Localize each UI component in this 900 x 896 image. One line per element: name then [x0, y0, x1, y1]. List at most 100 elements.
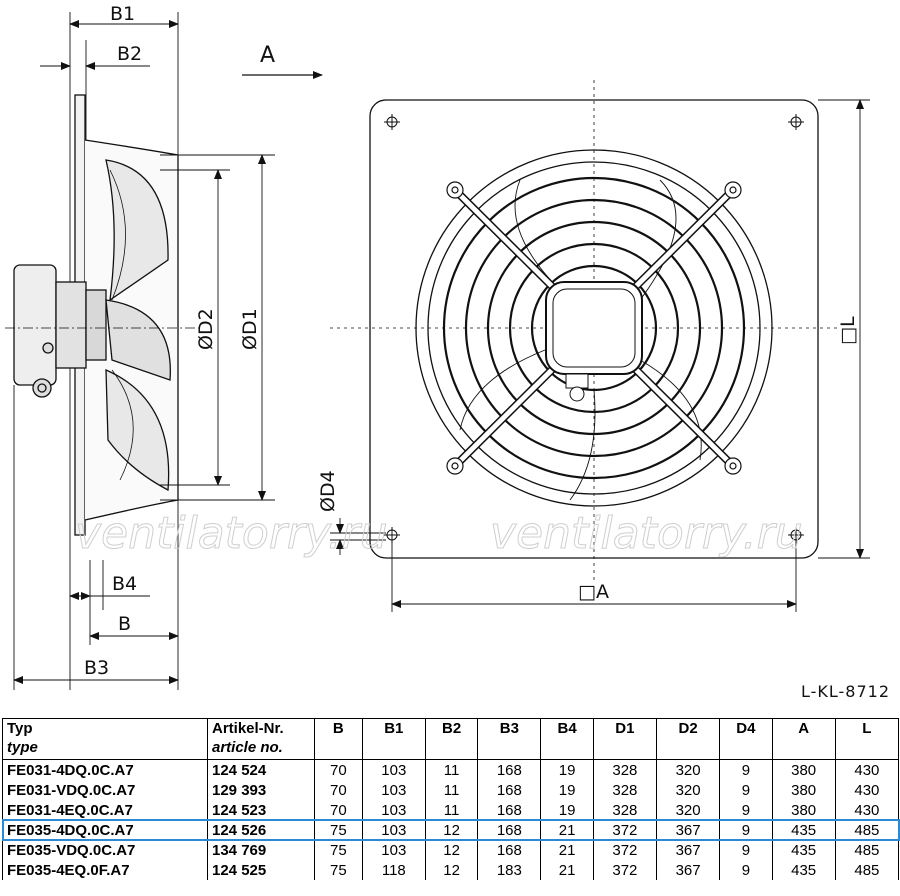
cell-a: 380: [771, 800, 836, 820]
cell-l: 430: [834, 800, 900, 820]
cell-b: 75: [314, 860, 363, 880]
dim-b-label: B: [118, 613, 131, 635]
dim-d2-label: ØD2: [195, 308, 217, 350]
col-header-a: A: [771, 718, 836, 760]
cell-d2: 320: [655, 759, 721, 780]
cell-b3: 168: [477, 820, 542, 840]
cell-d4: 9: [719, 759, 773, 780]
cell-b: 75: [314, 820, 363, 840]
cell-a: 435: [771, 840, 836, 860]
cell-d4: 9: [719, 780, 773, 800]
cell-b1: 103: [361, 840, 426, 860]
watermark-left: ventilatorry.ru: [75, 508, 388, 559]
technical-drawing: B1 B2 ØD2 ØD1 B4 B B3 A: [5, 3, 870, 690]
cell-b2: 11: [424, 759, 479, 780]
dim-b3-label: B3: [84, 657, 109, 679]
cell-d2: 367: [655, 820, 721, 840]
cell-type: FE035-4DQ.0C.A7: [2, 820, 208, 840]
front-view: [330, 80, 870, 612]
cell-d2: 367: [655, 840, 721, 860]
col-header-d4: D4: [719, 718, 773, 760]
cell-a: 380: [771, 759, 836, 780]
cell-a: 435: [771, 820, 836, 840]
cell-d1: 328: [592, 800, 658, 820]
cell-b2: 11: [424, 780, 479, 800]
cell-l: 430: [834, 780, 900, 800]
cell-b: 75: [314, 840, 363, 860]
cell-b3: 168: [477, 800, 542, 820]
cell-b3: 168: [477, 759, 542, 780]
cell-b2: 12: [424, 820, 479, 840]
cell-d4: 9: [719, 840, 773, 860]
cell-d2: 320: [655, 800, 721, 820]
cell-b2: 12: [424, 840, 479, 860]
col-header-b: B: [314, 718, 363, 760]
dim-d4-label: ØD4: [317, 470, 339, 512]
dim-b4-label: B4: [112, 573, 137, 595]
cell-type: FE035-VDQ.0C.A7: [2, 840, 208, 860]
cell-b1: 103: [361, 759, 426, 780]
cell-d4: 9: [719, 860, 773, 880]
cell-type: FE031-4EQ.0C.A7: [2, 800, 208, 820]
col-header-article: Artikel-Nr. article no.: [207, 718, 315, 760]
cell-b4: 19: [540, 759, 594, 780]
cell-b4: 21: [540, 820, 594, 840]
cell-b1: 103: [361, 780, 426, 800]
cell-b2: 12: [424, 860, 479, 880]
drawing-code: L-KL-8712: [800, 682, 890, 701]
cell-d2: 367: [655, 860, 721, 880]
cell-type: FE031-4DQ.0C.A7: [2, 759, 208, 780]
dim-b2-label: B2: [117, 43, 142, 65]
view-arrow-label: A: [260, 43, 275, 68]
dim-l-label: □L: [837, 316, 859, 345]
col-header-type-de: Typ: [7, 720, 33, 737]
col-header-article-de: Artikel-Nr.: [212, 720, 284, 737]
cell-article: 129 393: [207, 780, 315, 800]
cell-article: 124 525: [207, 860, 315, 880]
col-header-b3: B3: [477, 718, 542, 760]
cell-d2: 320: [655, 780, 721, 800]
cell-b3: 183: [477, 860, 542, 880]
dim-b1-label: B1: [110, 3, 135, 25]
cell-b2: 11: [424, 800, 479, 820]
cell-l: 485: [834, 860, 900, 880]
col-header-b1: B1: [361, 718, 426, 760]
col-header-d1: D1: [592, 718, 658, 760]
cell-l: 485: [834, 820, 900, 840]
col-header-b2: B2: [424, 718, 479, 760]
cell-b: 70: [314, 780, 363, 800]
cell-d1: 328: [592, 759, 658, 780]
cell-d1: 372: [592, 840, 658, 860]
cell-b1: 103: [361, 800, 426, 820]
watermark-right: ventilatorry.ru: [490, 508, 803, 559]
cell-b3: 168: [477, 780, 542, 800]
cell-b: 70: [314, 759, 363, 780]
cell-b1: 103: [361, 820, 426, 840]
cell-b1: 118: [361, 860, 426, 880]
cell-b4: 21: [540, 840, 594, 860]
col-header-d2: D2: [655, 718, 721, 760]
cell-article: 134 769: [207, 840, 315, 860]
cell-b4: 19: [540, 800, 594, 820]
col-header-type: Typ type: [2, 718, 208, 760]
cell-d4: 9: [719, 820, 773, 840]
col-header-l: L: [834, 718, 900, 760]
cell-d4: 9: [719, 800, 773, 820]
cell-article: 124 526: [207, 820, 315, 840]
cell-article: 124 524: [207, 759, 315, 780]
cell-l: 430: [834, 759, 900, 780]
col-header-article-en: article no.: [212, 739, 283, 756]
cell-d1: 328: [592, 780, 658, 800]
col-header-type-en: type: [7, 739, 38, 756]
dim-a-label: □A: [578, 581, 609, 603]
col-header-b4: B4: [540, 718, 594, 760]
cell-l: 485: [834, 840, 900, 860]
dim-d1-label: ØD1: [239, 308, 261, 350]
